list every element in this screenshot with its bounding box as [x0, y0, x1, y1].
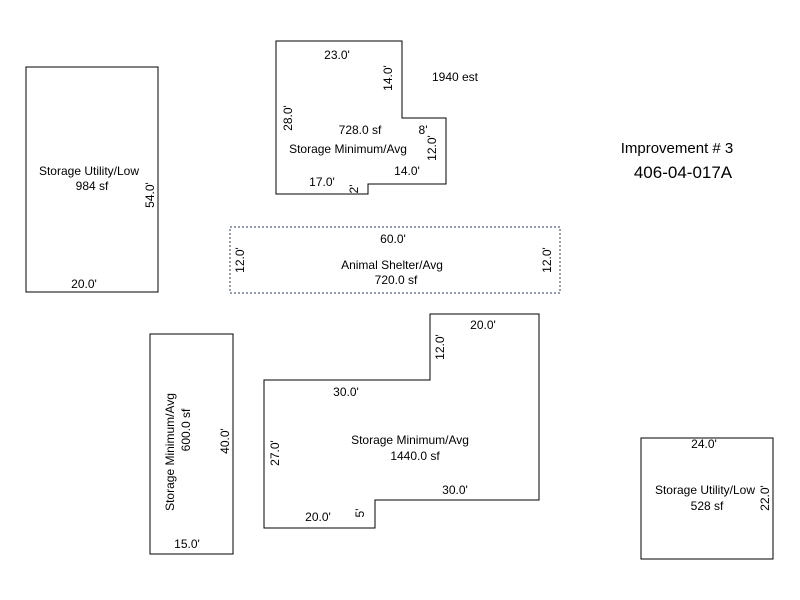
- dimension-label: 14.0': [381, 65, 395, 91]
- building-storage-utility-low-2[interactable]: 24.0' Storage Utility/Low 528 sf 22.0': [640, 437, 774, 560]
- building-label: Storage Utility/Low: [39, 164, 139, 178]
- dimension-label: 5': [353, 509, 367, 518]
- dimension-label: 30.0': [333, 385, 359, 399]
- building-storage-minimum-avg-3[interactable]: 20.0' 12.0' 30.0' 27.0' Storage Minimum/…: [263, 313, 540, 529]
- improvement-title: Improvement # 3: [621, 140, 734, 157]
- building-outline[interactable]: [263, 313, 540, 529]
- dimension-label: 12.0': [425, 135, 439, 161]
- dimension-label: 20.0': [305, 510, 331, 524]
- dimension-label: 30.0': [442, 483, 468, 497]
- dimension-label: 22.0': [758, 485, 772, 511]
- building-outline[interactable]: [25, 66, 159, 293]
- dimension-label: 54.0': [143, 182, 157, 208]
- dimension-label: 8': [419, 123, 428, 137]
- building-area: 1440.0 sf: [390, 449, 440, 463]
- building-area: 528 sf: [691, 499, 724, 513]
- building-area: 728.0 sf: [339, 123, 382, 137]
- dimension-label: 14.0': [394, 164, 420, 178]
- dimension-label: 2': [347, 185, 361, 194]
- dimension-label: 60.0': [380, 232, 406, 246]
- building-area: 600.0 sf: [179, 408, 193, 451]
- dimension-label: 12.0': [233, 247, 247, 273]
- dimension-label: 17.0': [309, 175, 335, 189]
- building-outline[interactable]: [275, 40, 447, 195]
- dimension-label: 24.0': [691, 437, 717, 451]
- building-storage-minimum-avg-2[interactable]: Storage Minimum/Avg 600.0 sf 40.0' 15.0': [149, 333, 234, 555]
- building-storage-minimum-avg-1[interactable]: 23.0' 14.0' 1940 est 28.0' 728.0 sf 8' S…: [275, 40, 479, 195]
- building-label: Storage Minimum/Avg: [289, 142, 407, 156]
- building-area: 720.0 sf: [375, 273, 418, 287]
- building-label: Storage Minimum/Avg: [351, 433, 469, 447]
- dimension-label: 20.0': [71, 277, 97, 291]
- dimension-label: 12.0': [433, 334, 447, 360]
- building-storage-utility-low-1[interactable]: Storage Utility/Low 984 sf 54.0' 20.0': [25, 66, 159, 293]
- building-label: Storage Minimum/Avg: [163, 393, 177, 511]
- dimension-label: 28.0': [281, 105, 295, 131]
- building-label: Animal Shelter/Avg: [341, 258, 443, 272]
- building-outline[interactable]: [640, 437, 774, 560]
- building-outline[interactable]: [149, 333, 234, 555]
- dimension-label: 15.0': [174, 537, 200, 551]
- dimension-label: 27.0': [268, 440, 282, 466]
- dimension-label: 12.0': [540, 247, 554, 273]
- building-animal-shelter[interactable]: 60.0' 12.0' 12.0' Animal Shelter/Avg 720…: [229, 226, 561, 294]
- dimension-label: 40.0': [218, 428, 232, 454]
- dimension-label: 23.0': [324, 48, 350, 62]
- building-label: Storage Utility/Low: [655, 483, 755, 497]
- building-outline-selected[interactable]: [229, 226, 561, 294]
- parcel-number: 406-04-017A: [634, 163, 733, 182]
- building-area: 984 sf: [76, 179, 109, 193]
- year-note: 1940 est: [432, 70, 479, 84]
- dimension-label: 20.0': [470, 318, 496, 332]
